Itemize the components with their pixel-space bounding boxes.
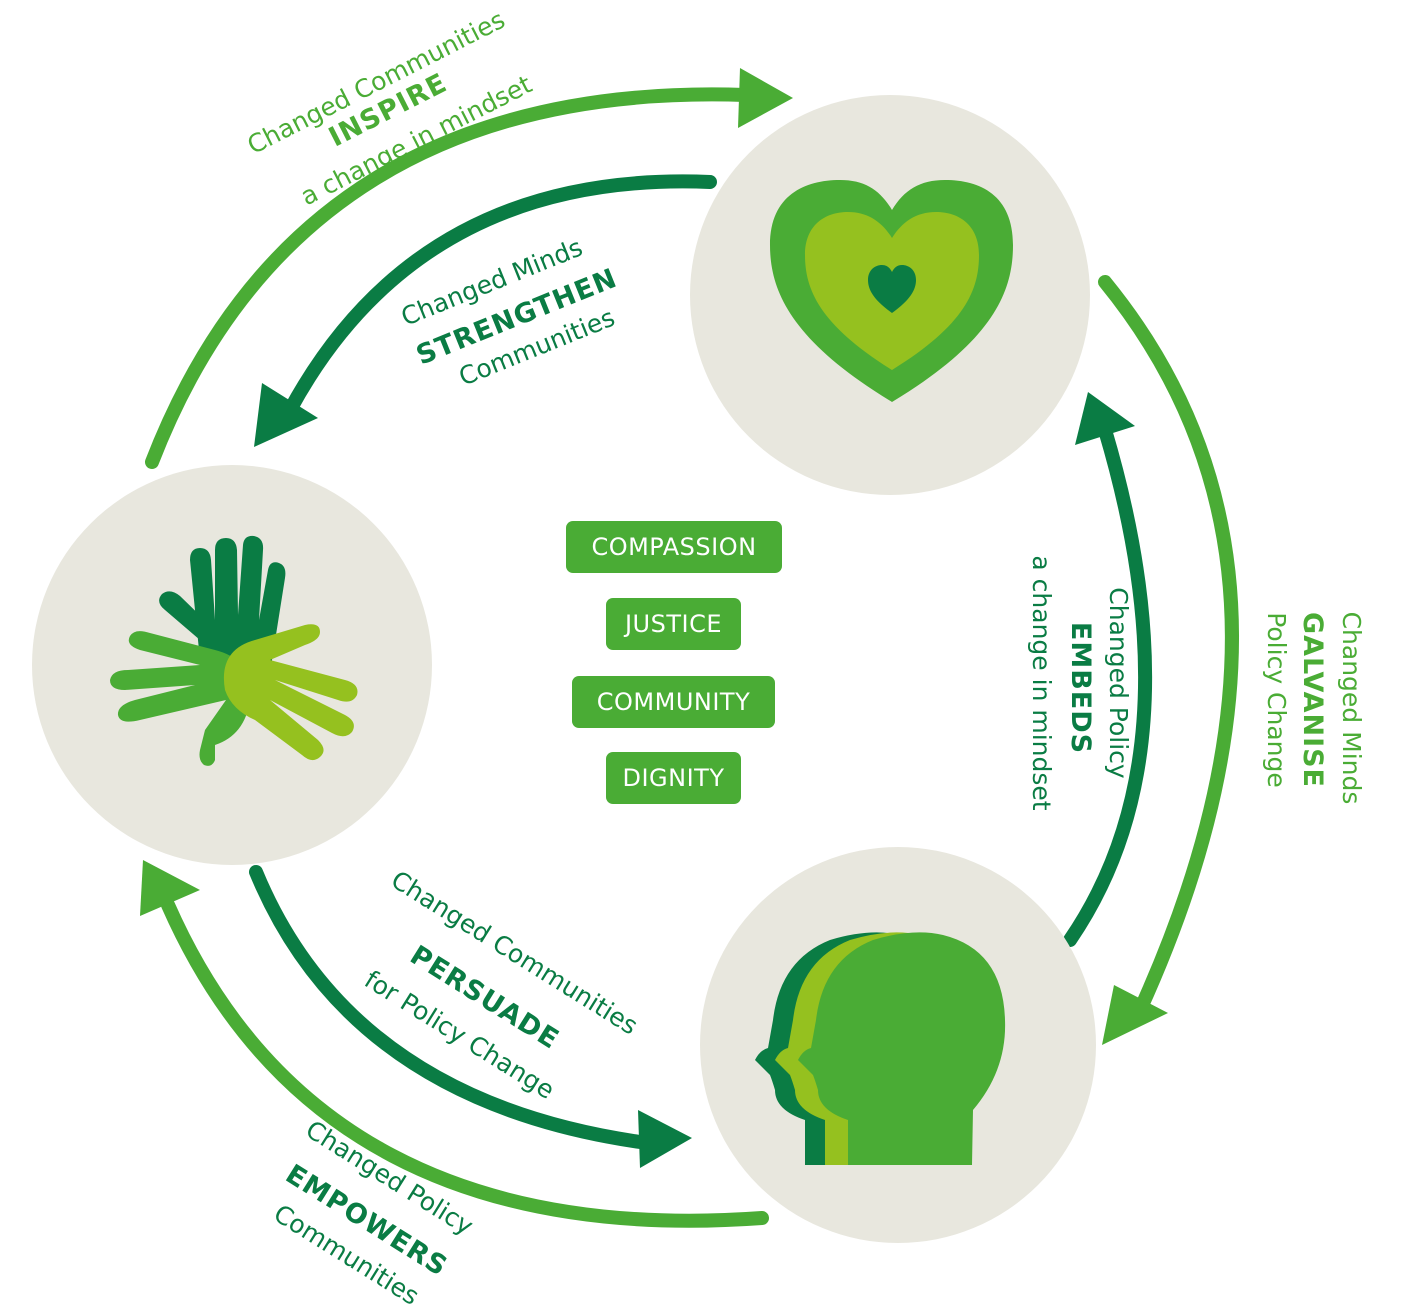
arrow-inspire bbox=[145, 68, 793, 469]
value-compassion: COMPASSION bbox=[566, 521, 782, 573]
value-community: COMMUNITY bbox=[572, 676, 775, 728]
arrow-persuade bbox=[249, 865, 692, 1168]
head-icon bbox=[755, 932, 1006, 1165]
galvanise-line-3: Policy Change bbox=[1262, 612, 1291, 788]
embeds-line-2: EMBEDS bbox=[1065, 622, 1096, 754]
label-inspire: Changed Communities INSPIRE a change in … bbox=[243, 5, 537, 211]
label-galvanise: Changed Minds GALVANISE Policy Change bbox=[1262, 612, 1366, 805]
galvanise-line-1: Changed Minds bbox=[1337, 612, 1366, 805]
heart-icon bbox=[770, 180, 1013, 402]
arrow-embeds bbox=[1063, 392, 1153, 947]
arrow-empowers bbox=[140, 860, 769, 1228]
arrow-galvanise bbox=[1098, 275, 1239, 1045]
galvanise-line-2: GALVANISE bbox=[1297, 612, 1328, 788]
value-dignity: DIGNITY bbox=[606, 752, 741, 804]
label-persuade: Changed Communities PERSUADE for Policy … bbox=[359, 865, 643, 1105]
label-embeds: Changed Policy EMBEDS a change in mindse… bbox=[1027, 555, 1133, 810]
arrow-strengthen bbox=[254, 174, 717, 447]
hands-icon bbox=[110, 535, 358, 766]
embeds-line-3: a change in mindset bbox=[1027, 555, 1056, 810]
embeds-line-1: Changed Policy bbox=[1104, 587, 1133, 779]
value-justice: JUSTICE bbox=[606, 598, 741, 650]
